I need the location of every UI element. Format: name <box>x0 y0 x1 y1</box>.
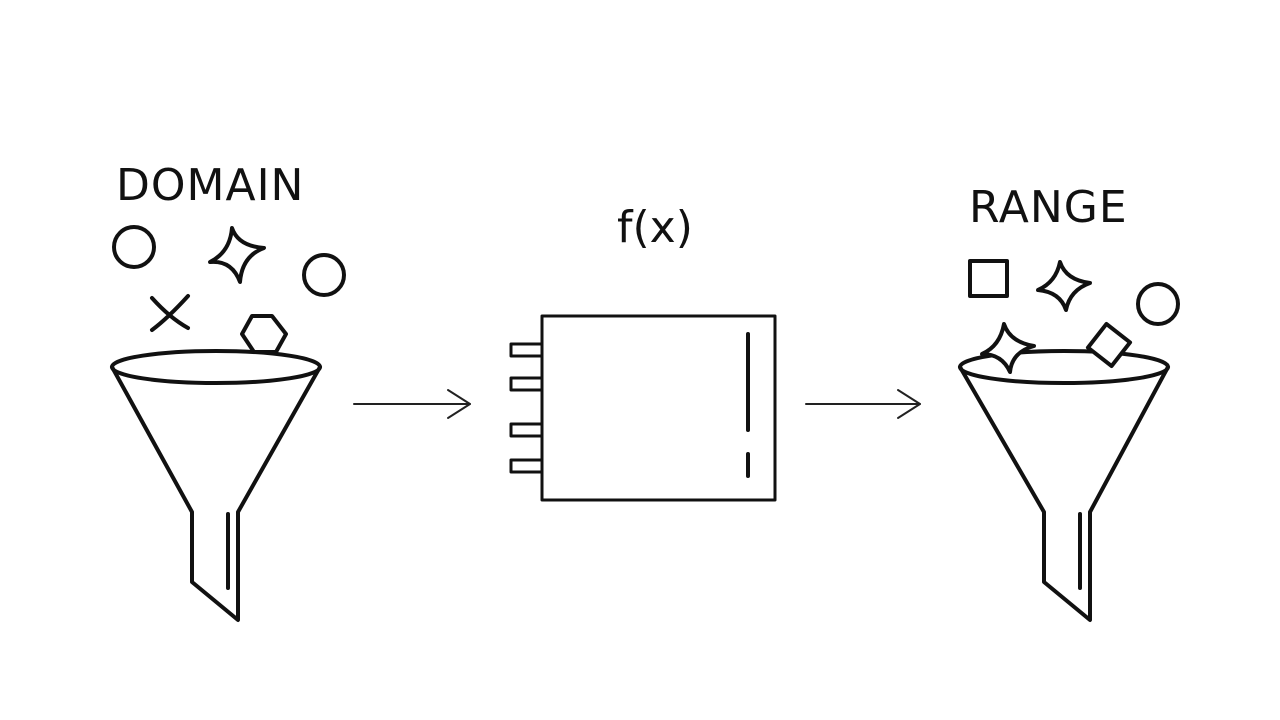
circle-shape-icon <box>302 253 346 297</box>
domain-label: DOMAIN <box>116 160 305 211</box>
circle-shape-icon <box>112 225 156 269</box>
range-shapes <box>968 259 1180 326</box>
star-shape-icon <box>208 226 266 284</box>
domain-shapes <box>112 225 346 354</box>
hexagon-shape-icon <box>240 314 288 354</box>
star-shape-icon <box>1036 260 1092 312</box>
range-label: RANGE <box>969 182 1128 233</box>
function-label: f(x) <box>617 202 693 253</box>
diamond-shape-icon <box>1085 321 1133 369</box>
arrow-right-icon <box>805 389 921 419</box>
circle-shape-icon <box>1136 282 1180 326</box>
cross-shape-icon <box>150 294 190 332</box>
square-shape-icon <box>968 259 1009 298</box>
range-funnel-icon <box>958 321 1170 622</box>
function-box-icon <box>509 314 777 502</box>
arrow-right-icon <box>353 389 471 419</box>
domain-funnel-icon <box>110 349 322 622</box>
star-shape-icon <box>980 322 1036 374</box>
